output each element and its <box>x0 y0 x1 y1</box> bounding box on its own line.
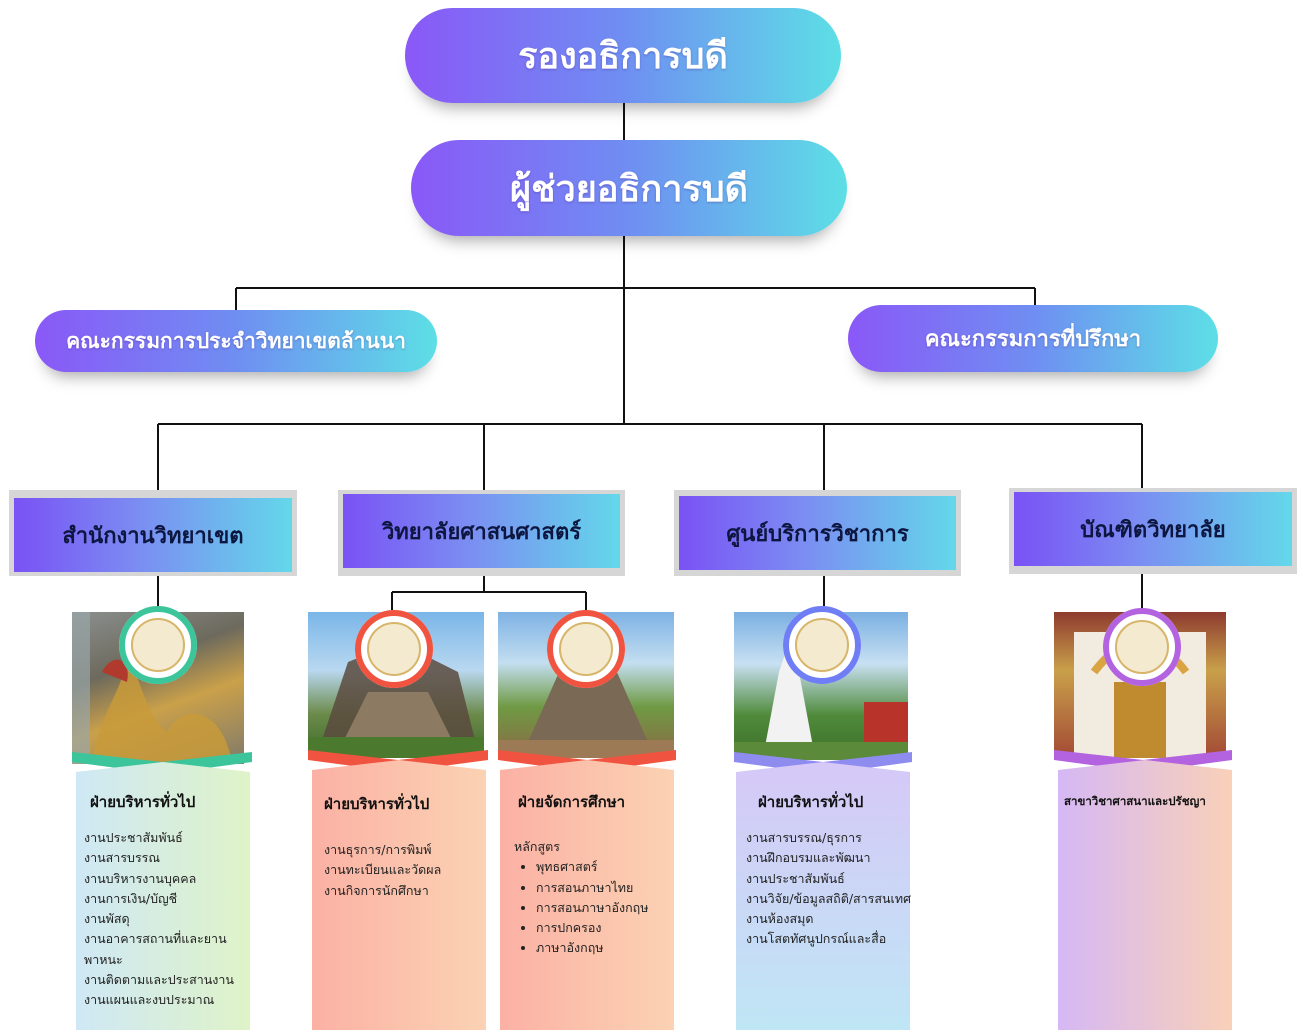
temple-image <box>308 642 484 758</box>
lanna-committee-node: คณะกรรมการประจำวิทยาเขตล้านนา <box>35 310 437 372</box>
card-4-panel <box>736 762 910 1030</box>
card-1-title: ฝ่ายบริหารทั่วไป <box>90 793 196 811</box>
emblem-crest <box>1115 620 1169 674</box>
card-2-items: งานธุรการ/การพิมพ์ งานทะเบียนและวัดผล งา… <box>324 840 484 901</box>
card-2-item: งานธุรการ/การพิมพ์ <box>324 842 432 857</box>
card-5-panel <box>1058 760 1232 1030</box>
card-college-education: ฝ่ายจัดการศึกษา หลักสูตร พุทธศาสตร์ การส… <box>498 610 676 1030</box>
unit-campus-office-inner: สำนักงานวิทยาเขต <box>14 498 292 572</box>
emblem-logo-icon <box>1103 608 1181 686</box>
assistant-rector-label: ผู้ช่วยอธิการบดี <box>509 168 748 210</box>
emblem-ring <box>1103 608 1181 686</box>
emblem-crest <box>795 618 849 672</box>
card-5-title: สาขาวิชาศาสนาและปรัชญา <box>1064 794 1206 808</box>
card-3-item: การสอนภาษาอังกฤษ <box>536 898 674 918</box>
naga-statue-image <box>72 612 232 764</box>
card-1-item: งานติดตามและประสานงาน <box>84 972 234 988</box>
unit-academic-service-center: ศูนย์บริการวิชาการ <box>674 490 961 576</box>
card-4-item: งานประชาสัมพันธ์ <box>746 870 845 886</box>
unit-academic-service-center-label: ศูนย์บริการวิชาการ <box>726 521 909 547</box>
card-1-item: งานแผนและงบประมาณ <box>84 992 215 1008</box>
emblem-crest <box>367 622 421 676</box>
card-4-item: งานโสตทัศนูปกรณ์และสื่อ <box>746 931 887 947</box>
card-college-general-admin: ฝ่ายบริหารทั่วไป งานธุรการ/การพิมพ์ งานท… <box>308 610 488 1030</box>
card-4-items: งานสารบรรณ/ธุรการ งานฝึกอบรมและพัฒนา งาน… <box>746 828 912 950</box>
emblem-ring <box>547 610 625 688</box>
card-3-item: พุทธศาสตร์ <box>536 857 674 877</box>
card-1-item: งานการเงิน/บัญชี <box>84 890 178 906</box>
unit-campus-office-label: สำนักงานวิทยาเขต <box>62 523 244 549</box>
card-1-items: งานประชาสัมพันธ์ งานสารบรรณ งานบริหารงาน… <box>84 828 254 1011</box>
unit-religious-college-inner: วิทยาลัยศาสนศาสตร์ <box>343 494 620 568</box>
card-3-item: ภาษาอังกฤษ <box>536 938 674 958</box>
unit-religious-college-label: วิทยาลัยศาสนศาสตร์ <box>381 519 582 545</box>
card-1-item: งานสารบรรณ <box>84 850 160 866</box>
emblem-logo-icon <box>547 610 625 688</box>
card-3-items: หลักสูตร พุทธศาสตร์ การสอนภาษาไทย การสอน… <box>514 837 674 959</box>
card-4-title: ฝ่ายบริหารทั่วไป <box>758 793 864 811</box>
unit-graduate-school-label: บัณฑิตวิทยาลัย <box>1080 517 1226 543</box>
card-4-item: งานวิจัย/ข้อมูลสถิติ/สารสนเทศ <box>746 890 912 906</box>
stupa-image <box>734 642 908 760</box>
emblem-ring <box>119 606 197 684</box>
emblem-ring <box>783 606 861 684</box>
card-graduate-religion-philosophy: สาขาวิชาศาสนาและปรัชญา <box>1054 608 1232 1030</box>
card-3-item: การปกครอง <box>536 918 674 938</box>
chedi-photo <box>498 612 674 758</box>
card-3-panel <box>500 760 674 1030</box>
card-service-center-general-admin: ฝ่ายบริหารทั่วไป งานสารบรรณ/ธุรการ งานฝึ… <box>734 606 912 1030</box>
unit-graduate-school: บัณฑิตวิทยาลัย <box>1009 488 1297 574</box>
card-3-item: การสอนภาษาไทย <box>536 878 674 898</box>
card-1-item: งานบริหารงานบุคคล <box>84 870 197 886</box>
emblem-logo-icon <box>355 610 433 688</box>
unit-campus-office: สำนักงานวิทยาเขต <box>9 490 297 576</box>
emblem-crest <box>559 622 613 676</box>
advisory-committee-node: คณะกรรมการที่ปรึกษา <box>848 305 1218 372</box>
card-campus-general-admin: ฝ่ายบริหารทั่วไป งานประชาสัมพันธ์ งานสาร… <box>72 606 254 1030</box>
card-2-panel <box>312 760 486 1030</box>
card-3-intro: หลักสูตร <box>514 839 560 854</box>
card-4-item: งานฝึกอบรมและพัฒนา <box>746 850 871 866</box>
unit-graduate-school-inner: บัณฑิตวิทยาลัย <box>1014 492 1292 566</box>
stupa-photo <box>734 612 908 760</box>
card-2-item: งานกิจการนักศึกษา <box>324 882 429 898</box>
vice-rector-label: รองอธิการบดี <box>518 36 728 77</box>
assistant-rector-node: ผู้ช่วยอธิการบดี <box>411 140 847 236</box>
advisory-committee-label: คณะกรรมการที่ปรึกษา <box>924 327 1142 352</box>
card-4-item: งานห้องสมุด <box>746 911 814 927</box>
unit-religious-college: วิทยาลัยศาสนศาสตร์ <box>338 490 625 576</box>
card-3-title: ฝ่ายจัดการศึกษา <box>518 793 626 811</box>
emblem-logo-icon <box>119 606 197 684</box>
card-4-item: งานสารบรรณ/ธุรการ <box>746 830 862 845</box>
card-1-item: งานประชาสัมพันธ์ <box>84 830 183 845</box>
card-1-panel <box>76 762 250 1030</box>
card-2-item: งานทะเบียนและวัดผล <box>324 862 442 878</box>
vice-rector-node: รองอธิการบดี <box>405 8 841 103</box>
emblem-logo-icon <box>783 606 861 684</box>
card-3-list: พุทธศาสตร์ การสอนภาษาไทย การสอนภาษาอังกฤ… <box>514 857 674 958</box>
card-1-item: งานพัสดุ <box>84 911 130 927</box>
card-2-title: ฝ่ายบริหารทั่วไป <box>324 795 430 813</box>
unit-academic-service-center-inner: ศูนย์บริการวิชาการ <box>679 496 956 570</box>
card-1-item: งานอาคารสถานที่และยานพาหนะ <box>84 931 227 967</box>
lanna-committee-label: คณะกรรมการประจำวิทยาเขตล้านนา <box>66 328 406 353</box>
emblem-crest <box>131 618 185 672</box>
emblem-ring <box>355 610 433 688</box>
